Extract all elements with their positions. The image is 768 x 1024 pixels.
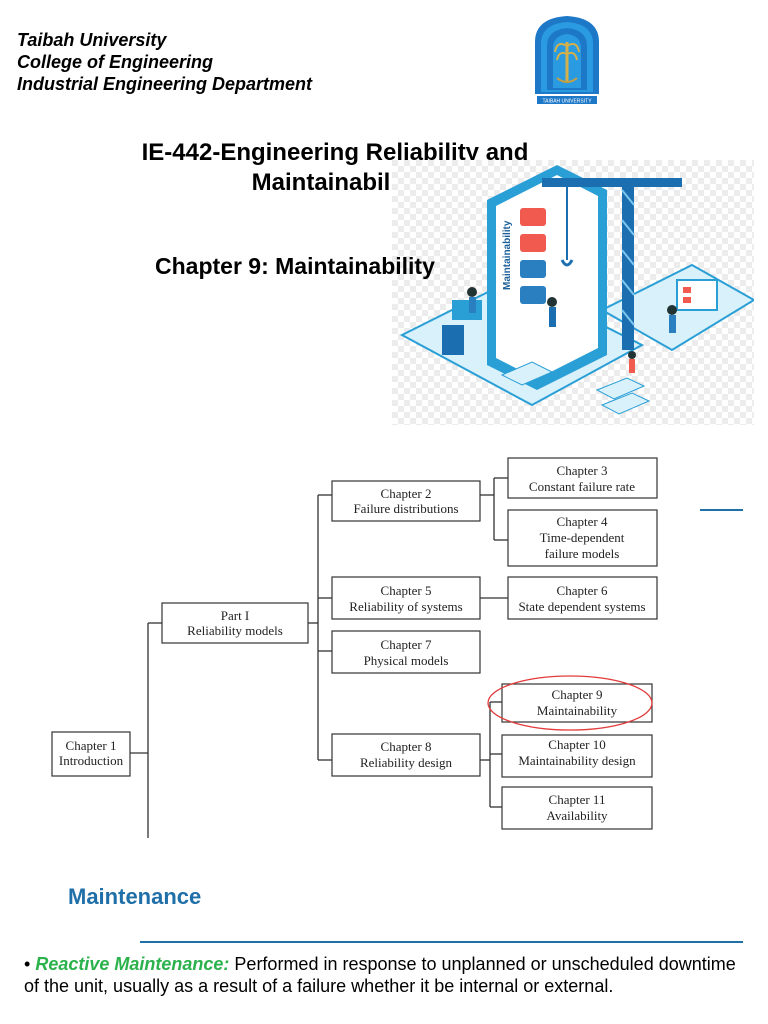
box-ch3 [507,457,658,499]
logo-caption: TAIBAH UNIVERSITY [542,99,592,105]
ch8-subtitle: Reliability design [360,755,453,770]
box-ch6 [507,576,658,620]
ch5-subtitle: Reliability of systems [349,599,462,614]
institution-header: Taibah University College of Engineering… [17,29,312,95]
bullet-item: • Reactive Maintenance: Performed in res… [24,953,744,997]
ch4-title: Chapter 4 [557,514,608,529]
bullet-symbol: • [24,954,31,974]
ch1-subtitle: Introduction [59,753,124,768]
ch3-title: Chapter 3 [557,463,608,478]
illustration-label: Maintainability [502,220,513,290]
ch3-subtitle: Constant failure rate [529,479,635,494]
heading-underline [140,941,743,943]
box-ch2 [331,480,481,522]
box-part1 [161,602,309,644]
box-ch4 [507,509,658,567]
part1-subtitle: Reliability models [187,623,283,638]
course-title-line2: Maintainability [251,169,419,196]
ch10-title: Chapter 10 [548,737,605,752]
ch6-title: Chapter 6 [557,583,608,598]
ch2-title: Chapter 2 [381,486,432,501]
maintainability-illustration: Maintainability [392,160,754,425]
box-ch5 [331,576,481,620]
ch11-subtitle: Availability [546,808,608,823]
box-ch1 [51,731,131,777]
bullet-text: Performed in response to unplanned or un… [24,954,736,996]
highlight-ellipse [487,675,653,731]
ch9-title: Chapter 9 [552,687,603,702]
part1-title: Part I [221,608,250,623]
ch1-title: Chapter 1 [66,738,117,753]
box-ch9 [501,683,653,723]
ch7-subtitle: Physical models [364,653,449,668]
university-logo: TAIBAH UNIVERSITY [527,12,607,107]
ch6-subtitle: State dependent systems [518,599,645,614]
university-name: Taibah University [17,30,167,50]
college-name: College of Engineering [17,52,214,72]
section-heading: Maintenance [68,884,202,909]
ch9-subtitle: Maintainability [537,703,618,718]
ch7-title: Chapter 7 [381,637,432,652]
bullet-term: Reactive Maintenance: [35,954,230,974]
box-ch11 [501,786,653,830]
box-ch8 [331,733,481,777]
box-ch10 [501,734,653,778]
department-name: Industrial Engineering Department [17,74,313,94]
box-ch7 [331,630,481,674]
ch4-subtitle-2: failure models [545,546,620,561]
ch8-title: Chapter 8 [381,739,432,754]
decorative-rule [700,509,743,511]
ch5-title: Chapter 5 [381,583,432,598]
ch2-subtitle: Failure distributions [353,501,458,516]
ch4-subtitle-1: Time-dependent [540,530,625,545]
book-structure-diagram: Chapter 1 Introduction Part I Reliabilit… [51,457,658,838]
ch10-subtitle: Maintainability design [518,753,636,768]
ch11-title: Chapter 11 [549,792,606,807]
chapter-title: Chapter 9: Maintainability [155,253,435,279]
